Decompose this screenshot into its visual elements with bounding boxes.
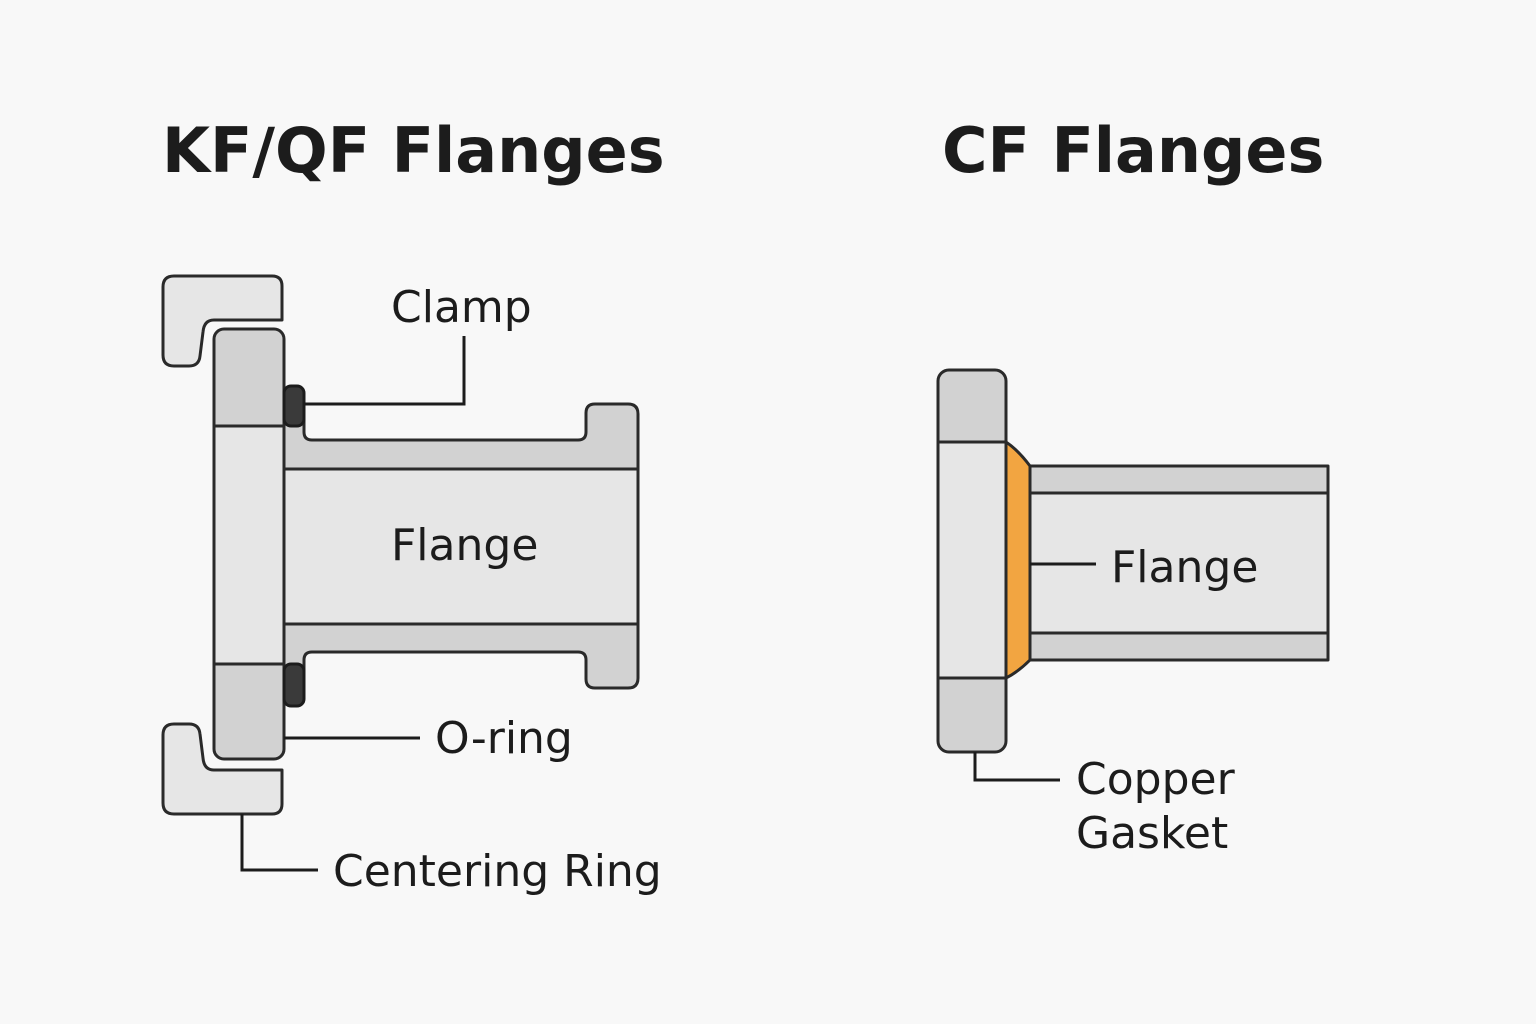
cf-copper-label: Copper [1076,754,1236,805]
kf-flange-face [212,424,286,666]
kf-centering-ring-label: Centering Ring [333,846,662,897]
cf-assembly [936,368,1330,782]
kf-clamp-lower [161,722,284,816]
cf-flange-label: Flange [1111,542,1258,593]
kf-oring-upper [282,384,306,428]
kf-centering-leader [240,814,318,872]
kf-assembly [161,274,640,872]
kf-title: KF/QF Flanges [162,114,665,187]
cf-gasket-label: Gasket [1076,808,1228,859]
cf-flange-face [936,440,1008,680]
cf-gasket-leader [973,752,1060,782]
kf-clamp-upper [161,274,284,368]
kf-clamp-label: Clamp [391,282,532,333]
kf-clamp-leader [304,336,466,406]
cf-copper-gasket [1004,440,1032,680]
kf-tube-bore [282,467,640,626]
kf-oring-label: O-ring [435,713,573,764]
cf-title: CF Flanges [942,114,1324,187]
kf-oring-lower [282,662,306,708]
kf-flange-label: Flange [391,520,538,571]
